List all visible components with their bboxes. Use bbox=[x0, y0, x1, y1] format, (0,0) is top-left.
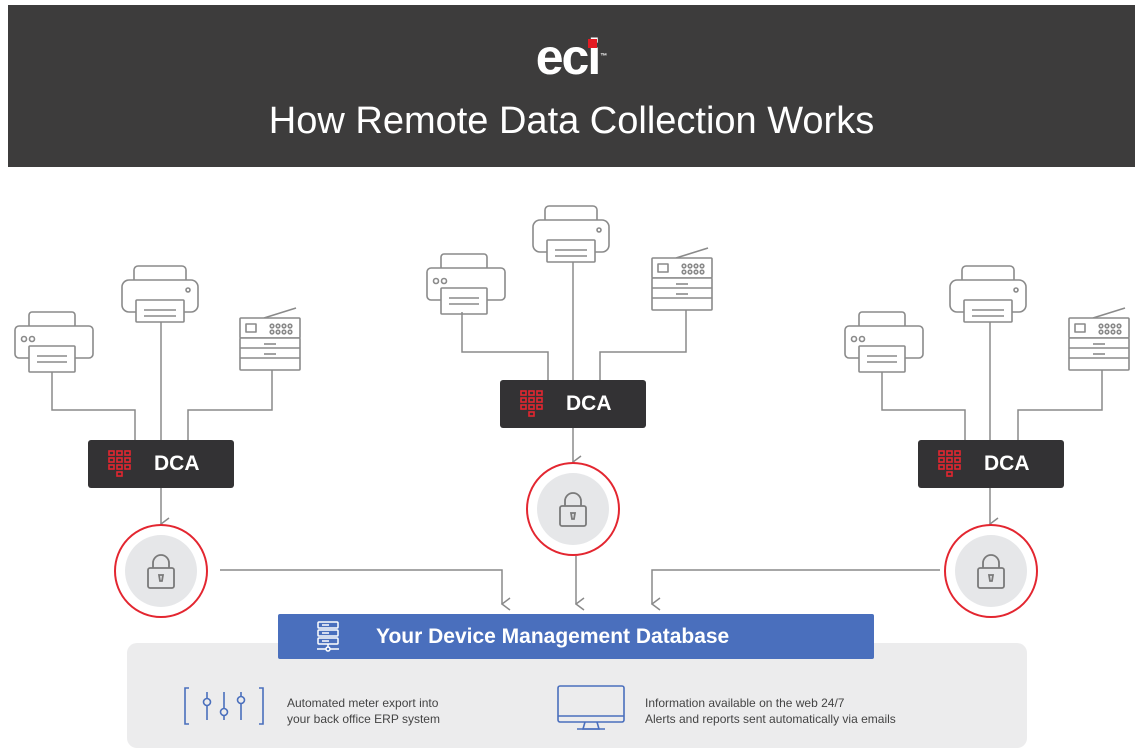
sliders-icon bbox=[184, 687, 264, 725]
web-line-2: Alerts and reports sent automatically vi… bbox=[645, 712, 896, 726]
logo-red-dot bbox=[588, 39, 598, 48]
connector-line bbox=[881, 372, 966, 440]
printer-icon bbox=[426, 253, 506, 315]
lock-icon bbox=[559, 492, 587, 527]
printer-icon bbox=[532, 205, 610, 263]
erp-export-text: Automated meter export into your back of… bbox=[287, 695, 440, 727]
page-title: How Remote Data Collection Works bbox=[268, 100, 875, 142]
lock-background bbox=[537, 473, 609, 545]
dca-label: DCA bbox=[566, 392, 612, 415]
dca-chip-icon bbox=[108, 450, 131, 477]
logo-text: eci bbox=[535, 29, 602, 85]
dca-label: DCA bbox=[984, 452, 1030, 475]
server-icon bbox=[317, 621, 339, 652]
dca-chip-icon bbox=[938, 450, 961, 477]
device-management-database: Your Device Management Database bbox=[278, 614, 874, 659]
erp-line-2: your back office ERP system bbox=[287, 712, 440, 726]
monitor-icon bbox=[557, 685, 625, 730]
dca-node-left: DCA bbox=[88, 440, 234, 488]
lock-background bbox=[125, 535, 197, 607]
secure-lock-left bbox=[114, 524, 208, 618]
copier-icon bbox=[239, 307, 301, 371]
lock-icon bbox=[977, 554, 1005, 589]
lock-background bbox=[955, 535, 1027, 607]
dca-node-right: DCA bbox=[918, 440, 1064, 488]
connector-line bbox=[51, 372, 136, 440]
copier-icon bbox=[651, 247, 713, 311]
connector-line bbox=[1017, 370, 1103, 440]
secure-lock-right bbox=[944, 524, 1038, 618]
database-label: Your Device Management Database bbox=[376, 625, 730, 648]
printer-icon bbox=[844, 311, 924, 373]
printer-icon bbox=[949, 265, 1027, 323]
connector-line bbox=[461, 312, 549, 380]
features-panel: Automated meter export into your back of… bbox=[127, 643, 1027, 748]
dca-chip-icon bbox=[520, 390, 543, 417]
web-line-1: Information available on the web 24/7 bbox=[645, 696, 845, 710]
secure-lock-center bbox=[526, 462, 620, 556]
printer-icon bbox=[14, 311, 94, 373]
erp-line-1: Automated meter export into bbox=[287, 696, 439, 710]
connector-line bbox=[187, 370, 273, 440]
connector-arrow bbox=[652, 569, 940, 604]
logo-wordmark: eci bbox=[535, 29, 602, 85]
copier-icon bbox=[1068, 307, 1130, 371]
dca-node-center: DCA bbox=[500, 380, 646, 428]
dca-label: DCA bbox=[154, 452, 200, 475]
web-access-text: Information available on the web 24/7 Al… bbox=[645, 695, 896, 727]
connector-line bbox=[599, 310, 687, 380]
connector-arrow bbox=[220, 569, 502, 604]
printer-icon bbox=[121, 265, 199, 323]
lock-icon bbox=[147, 554, 175, 589]
logo-trademark: ™ bbox=[600, 53, 608, 60]
